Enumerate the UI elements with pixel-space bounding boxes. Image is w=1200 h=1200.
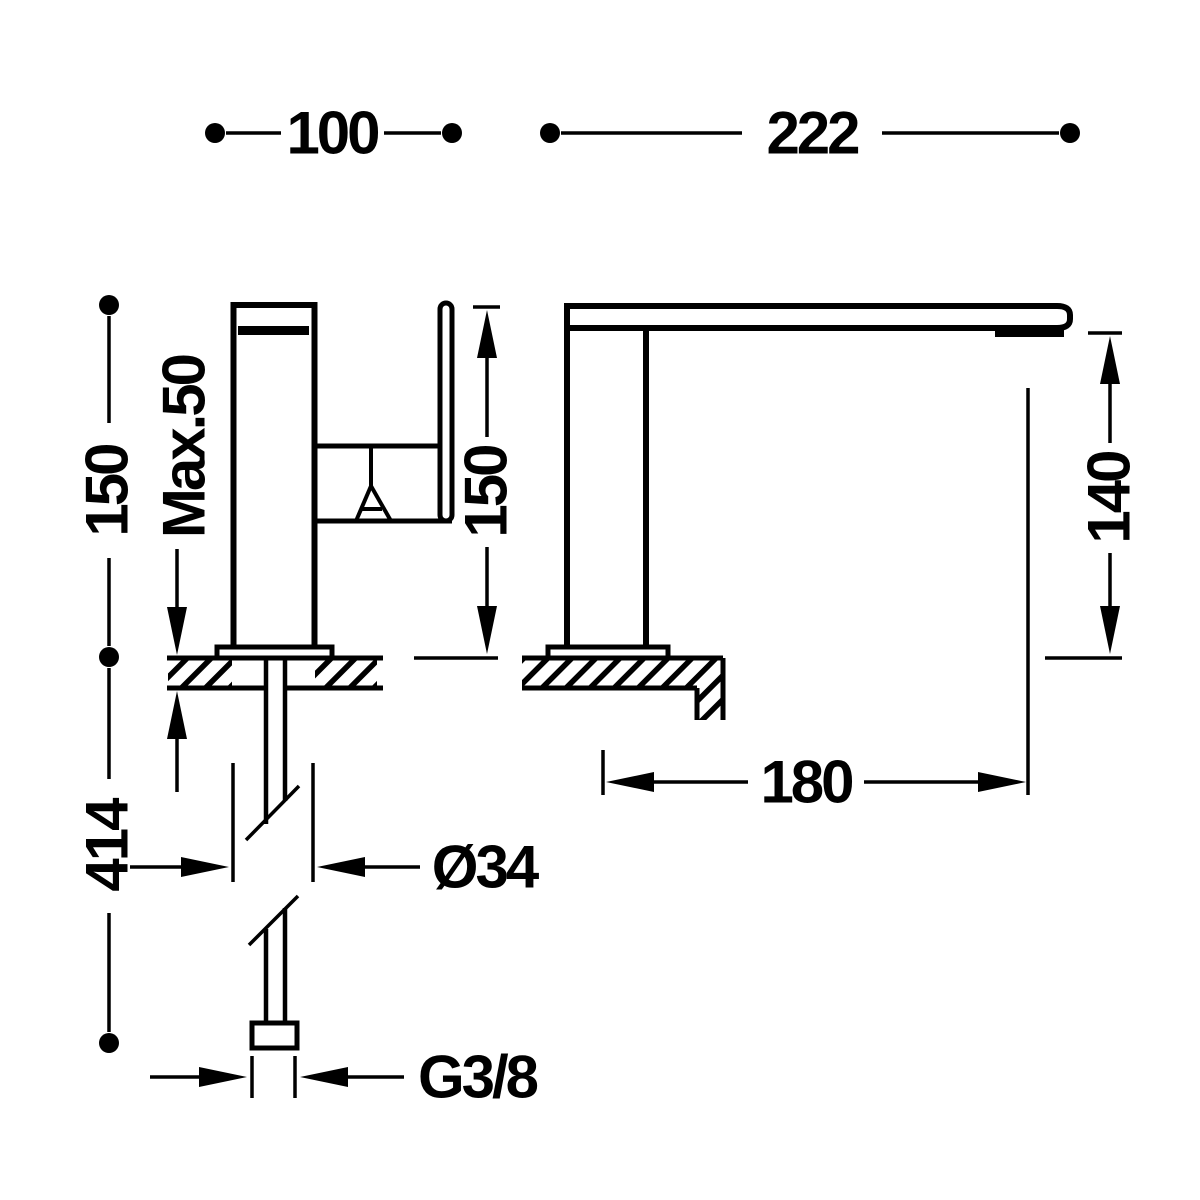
pipe-break-upper: [244, 784, 301, 842]
dimension-label-222: 222: [766, 100, 858, 167]
dimension-414: [99, 668, 119, 1053]
dimension-dot: [99, 647, 119, 667]
dimension-label-thread-g38: G3/8: [418, 1044, 538, 1111]
dimension-dot: [99, 1033, 119, 1053]
arrowhead-right: [978, 772, 1026, 792]
arrowhead-up: [477, 310, 497, 358]
dimension-label-414: 414: [74, 797, 141, 892]
arrowhead-left: [300, 1067, 348, 1087]
countertop-side: [522, 655, 726, 720]
dimension-180: [601, 388, 1030, 795]
arrowhead-right: [181, 857, 229, 877]
arrowhead-up: [1100, 336, 1120, 384]
arrowhead-left: [606, 772, 654, 792]
dimension-150-right: [414, 305, 500, 660]
faucet-side-view: [522, 303, 1073, 720]
dimension-label-150-left: 150: [74, 445, 141, 537]
arrowhead-down: [1100, 606, 1120, 654]
dimension-label-diameter-34: Ø34: [432, 834, 540, 901]
dimension-dot: [540, 123, 560, 143]
lever-handle-front: [437, 300, 455, 524]
dimension-100: [205, 123, 462, 143]
dimension-label-max50: Max.50: [151, 355, 218, 538]
dimension-222: [540, 123, 1080, 143]
aerator-front: [238, 326, 309, 335]
dimension-dot: [1060, 123, 1080, 143]
dimension-diameter-34: [130, 763, 420, 882]
dimension-label-140: 140: [1076, 452, 1143, 544]
dimension-max50: [167, 549, 187, 792]
thread-fitting: [249, 1020, 300, 1051]
arrowhead-up: [167, 691, 187, 739]
dimension-label-150-right: 150: [453, 446, 520, 538]
arrowhead-down: [167, 607, 187, 655]
dimension-label-180: 180: [760, 749, 852, 816]
supply-pipe: [244, 658, 301, 1023]
cartridge-stem: [354, 448, 393, 522]
faucet-body-side: [564, 325, 649, 651]
faucet-front-view: [167, 300, 455, 1051]
faucet-body-front: [230, 302, 318, 651]
arrowhead-left: [317, 857, 365, 877]
aerator-side: [995, 328, 1064, 337]
dimension-150-left: [99, 295, 119, 667]
dimension-dot: [205, 123, 225, 143]
dimension-140: [1045, 331, 1122, 660]
pipe-break-lower: [247, 894, 300, 947]
dimension-thread-g38: [150, 1056, 404, 1098]
spout-arm-side: [564, 303, 1073, 331]
dimension-dot: [442, 123, 462, 143]
arrowhead-down: [477, 606, 497, 654]
countertop-front: [167, 655, 383, 691]
dimension-label-100: 100: [286, 100, 378, 167]
arrowhead-right: [199, 1067, 247, 1087]
dimension-dot: [99, 295, 119, 315]
